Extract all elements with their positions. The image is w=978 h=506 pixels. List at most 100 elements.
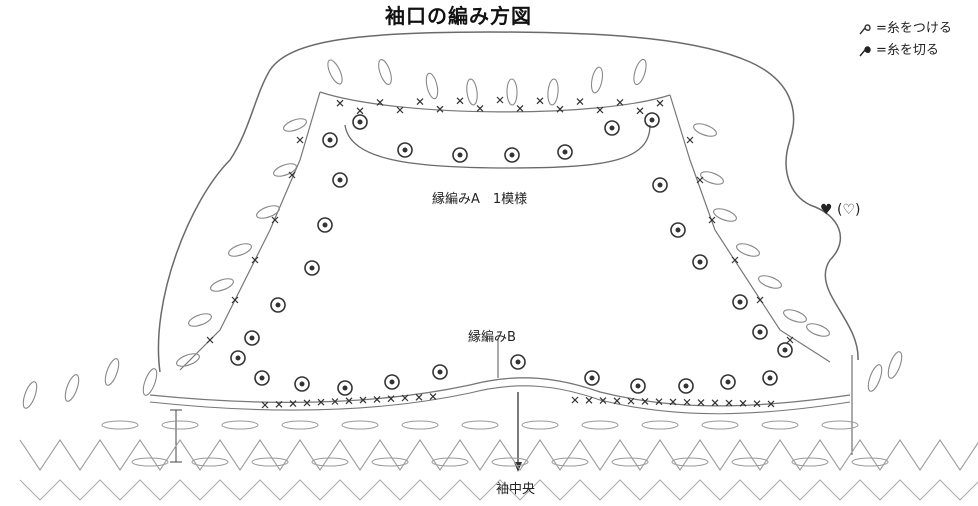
sc-mark xyxy=(576,98,584,106)
puff-center xyxy=(309,265,315,271)
sc-mark xyxy=(616,98,624,106)
puff-center xyxy=(342,385,348,391)
sc-stroke xyxy=(289,400,297,408)
puff-stitch xyxy=(352,114,368,130)
legend-cut-label: =糸を切る xyxy=(876,43,939,58)
puff-center xyxy=(275,302,281,308)
sc-stroke xyxy=(396,106,404,114)
sc-mark xyxy=(496,96,504,104)
sc-mark xyxy=(731,256,739,264)
puff-center xyxy=(589,375,595,381)
sc-stroke xyxy=(596,106,604,114)
puff-center xyxy=(649,117,655,123)
sc-stroke xyxy=(261,401,269,409)
mesh-chain xyxy=(281,420,319,430)
puff-stitch xyxy=(230,350,246,366)
sc-mark xyxy=(416,98,424,106)
sc-stroke xyxy=(696,176,704,184)
mesh-chain xyxy=(851,457,889,467)
puff-stitch xyxy=(777,342,793,358)
sc-mark xyxy=(753,400,761,408)
puff-stitch xyxy=(317,217,333,233)
mesh-chain xyxy=(191,457,229,467)
mesh-chain xyxy=(731,457,769,467)
sc-stroke xyxy=(786,336,794,344)
sc-stroke xyxy=(725,399,733,407)
puff-center xyxy=(402,147,408,153)
puff-center xyxy=(725,379,731,385)
mesh-chain xyxy=(581,420,619,430)
sc-mark xyxy=(725,399,733,407)
puff-center xyxy=(389,379,395,385)
puff-center xyxy=(509,152,515,158)
puff-stitch xyxy=(652,177,668,193)
puff-center xyxy=(357,119,363,125)
puff-stitch xyxy=(504,147,520,163)
sc-stroke xyxy=(571,396,579,404)
sc-mark xyxy=(571,396,579,404)
sc-mark xyxy=(231,296,239,304)
puff-stitch xyxy=(322,132,338,148)
sc-stroke xyxy=(599,397,607,404)
puff-stitches xyxy=(230,112,793,396)
sc-mark xyxy=(708,216,716,224)
puff-stitch xyxy=(270,297,286,313)
single-crochet-marks xyxy=(206,96,794,409)
mesh-chain xyxy=(611,457,649,467)
chain-loop xyxy=(758,275,782,289)
puff-stitch xyxy=(432,364,448,380)
puff-stitch xyxy=(557,144,573,160)
chain-loop xyxy=(547,78,559,106)
chain-loop xyxy=(22,381,38,409)
sc-stroke xyxy=(669,398,677,406)
sc-stroke xyxy=(456,97,464,105)
puff-stitch xyxy=(244,330,260,346)
puff-center xyxy=(757,329,763,335)
puff-center xyxy=(657,182,663,188)
puff-center xyxy=(767,375,773,381)
mesh-chain xyxy=(311,457,349,467)
sc-stroke xyxy=(376,98,384,106)
base-band-bottom xyxy=(149,385,851,415)
puff-center xyxy=(457,152,463,158)
puff-stitch xyxy=(510,354,526,370)
puff-center xyxy=(337,177,343,183)
sc-stroke xyxy=(296,136,304,144)
attach-yarn-icon xyxy=(859,24,871,35)
puff-center xyxy=(327,137,333,143)
sc-stroke xyxy=(683,398,691,406)
puff-stitch xyxy=(752,324,768,340)
sc-mark xyxy=(206,336,214,344)
chain-loops xyxy=(22,58,903,409)
puff-center xyxy=(515,359,521,365)
chain-loop xyxy=(104,358,120,386)
sc-stroke xyxy=(387,395,395,403)
pattern-a-bracket xyxy=(344,124,651,169)
lower-mesh xyxy=(19,420,978,501)
sc-stroke xyxy=(536,97,544,105)
chain-loop xyxy=(713,208,737,222)
puff-center xyxy=(737,299,743,305)
chain-loop xyxy=(693,123,717,137)
legend: =糸をつける =糸を切る xyxy=(858,18,952,62)
sc-stroke xyxy=(415,393,423,401)
puff-center xyxy=(635,383,641,389)
page-title: 袖口の編み方図 xyxy=(385,4,532,28)
sc-stroke xyxy=(656,99,664,107)
mesh-zigzag xyxy=(19,439,978,471)
pattern-a-label: 縁編みA 1模様 xyxy=(432,192,528,207)
right-side-line xyxy=(669,94,831,363)
chain-loop xyxy=(867,364,883,392)
sc-mark xyxy=(536,97,544,105)
sc-mark xyxy=(275,400,283,408)
sc-mark xyxy=(655,398,663,406)
chain-loop xyxy=(142,368,158,396)
sc-mark xyxy=(261,401,269,409)
sc-mark xyxy=(271,216,279,224)
puff-stitch xyxy=(604,120,620,136)
cut-yarn-icon xyxy=(859,46,871,57)
sc-mark xyxy=(786,336,794,344)
chain-loop xyxy=(466,78,478,106)
mesh-chain xyxy=(521,420,559,430)
